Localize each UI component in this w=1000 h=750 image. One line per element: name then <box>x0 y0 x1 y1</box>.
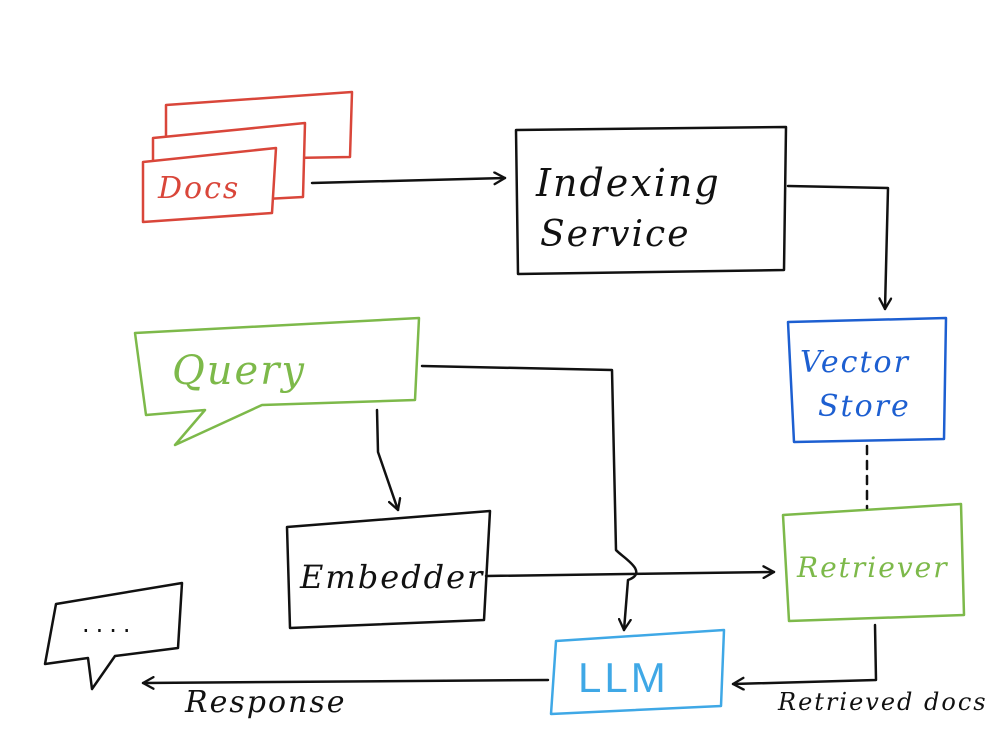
arrow-llm-to-response <box>141 675 550 690</box>
docs-label: Docs <box>157 171 240 206</box>
retriever-label: Retriever <box>796 551 949 584</box>
retriever-node: Retriever <box>781 502 966 623</box>
arrow-docs-to-indexing <box>310 171 507 186</box>
llm-box <box>549 628 726 716</box>
vector-store-box <box>786 316 948 444</box>
query-bubble <box>133 316 421 447</box>
llm-label: LLM <box>578 654 669 701</box>
vector-store-label-line1: Vector <box>800 345 910 380</box>
docs-node: Docs <box>141 90 354 224</box>
arrow-embedder-to-retriever <box>484 565 776 580</box>
retrieved-docs-edge-label: Retrieved docs <box>777 688 988 716</box>
indexing-service-box <box>514 125 788 276</box>
vector-store-node: Vector Store <box>786 316 948 444</box>
indexing-service-label-line1: Indexing <box>535 161 721 205</box>
llm-node: LLM <box>549 628 726 716</box>
query-node: Query <box>133 316 421 447</box>
response-bubble <box>43 581 184 691</box>
retriever-box <box>781 502 966 623</box>
embedder-node: Embedder <box>285 509 492 630</box>
arrow-retriever-to-llm <box>731 623 878 691</box>
query-label: Query <box>172 348 306 394</box>
arrow-query-to-embedder <box>375 408 402 512</box>
response-bubble-dots: .... <box>82 610 137 638</box>
embedder-box <box>285 509 492 630</box>
arrow-query-to-llm <box>420 364 638 632</box>
embedder-label: Embedder <box>299 558 484 596</box>
arrow-indexing-to-vector-store <box>786 184 893 311</box>
docs-front-sheet <box>141 146 278 224</box>
response-bubble-node: .... <box>43 581 184 691</box>
indexing-service-node: Indexing Service <box>514 125 788 276</box>
indexing-service-label-line2: Service <box>540 214 691 255</box>
vector-store-label-line2: Store <box>818 389 911 424</box>
response-edge-label: Response <box>184 685 346 720</box>
connectors <box>141 171 893 691</box>
